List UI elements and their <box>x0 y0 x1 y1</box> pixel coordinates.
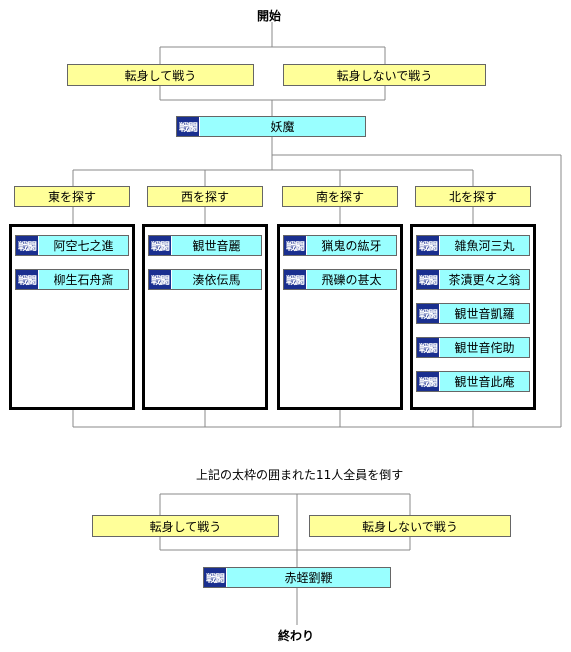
battle-badge: 戦闘 <box>16 236 39 255</box>
enemy-node: 戦闘 茶漬更々之翁 <box>416 269 530 290</box>
enemy-node: 戦闘 湊依伝馬 <box>148 269 262 290</box>
transform-fight-choice-2: 転身して戦う <box>92 515 279 537</box>
enemy-node: 戦闘 観世音麗 <box>148 235 262 256</box>
enemy-name: 観世音侘助 <box>454 341 515 355</box>
battle-badge: 戦闘 <box>284 236 307 255</box>
direction-north: 北を探す <box>415 186 531 207</box>
direction-east: 東を探す <box>14 186 130 207</box>
enemy-node: 戦闘 観世音此庵 <box>416 371 530 392</box>
enemy-name: 雑魚河三丸 <box>454 239 515 253</box>
enemy-name: 阿空七之進 <box>53 239 114 253</box>
direction-west: 西を探す <box>147 186 263 207</box>
enemy-node: 戦闘 観世音侘助 <box>416 337 530 358</box>
no-transform-fight-choice: 転身しないで戦う <box>283 64 486 86</box>
enemy-name: 観世音凱羅 <box>454 307 515 321</box>
battle-badge: 戦闘 <box>149 270 172 289</box>
condition-note: 上記の太枠の囲まれた11人全員を倒す <box>196 468 404 482</box>
battle-badge: 戦闘 <box>149 236 172 255</box>
enemy-node: 戦闘 阿空七之進 <box>15 235 129 256</box>
enemy-node: 戦闘 猟鬼の紘牙 <box>283 235 397 256</box>
battle-badge: 戦闘 <box>284 270 307 289</box>
enemy-name: 茶漬更々之翁 <box>448 273 521 287</box>
battle-badge: 戦闘 <box>16 270 39 289</box>
enemy-name: 飛礫の甚太 <box>321 273 382 287</box>
boss-node-final: 戦闘 赤蛭劉鞭 <box>203 567 391 588</box>
enemy-node: 戦闘 柳生石舟斎 <box>15 269 129 290</box>
enemy-node: 戦闘 雑魚河三丸 <box>416 235 530 256</box>
battle-badge: 戦闘 <box>177 117 200 136</box>
boss-name: 妖魔 <box>270 120 295 134</box>
battle-badge: 戦闘 <box>204 568 227 587</box>
battle-badge: 戦闘 <box>417 372 440 391</box>
enemy-name: 猟鬼の紘牙 <box>321 239 382 253</box>
battle-badge: 戦闘 <box>417 338 440 357</box>
battle-badge: 戦闘 <box>417 304 440 323</box>
enemy-name: 湊依伝馬 <box>192 273 241 287</box>
enemy-node: 戦闘 飛礫の甚太 <box>283 269 397 290</box>
enemy-name: 観世音麗 <box>192 239 241 253</box>
boss-name: 赤蛭劉鞭 <box>284 571 333 585</box>
enemy-name: 柳生石舟斎 <box>53 273 114 287</box>
direction-south: 南を探す <box>282 186 398 207</box>
battle-badge: 戦闘 <box>417 270 440 289</box>
enemy-name: 観世音此庵 <box>454 375 515 389</box>
start-label: 開始 <box>257 9 282 23</box>
boss-node-youma: 戦闘 妖魔 <box>176 116 366 137</box>
end-label: 終わり <box>278 629 315 643</box>
no-transform-fight-choice-2: 転身しないで戦う <box>309 515 511 537</box>
battle-badge: 戦闘 <box>417 236 440 255</box>
transform-fight-choice: 転身して戦う <box>67 64 254 86</box>
enemy-node: 戦闘 観世音凱羅 <box>416 303 530 324</box>
